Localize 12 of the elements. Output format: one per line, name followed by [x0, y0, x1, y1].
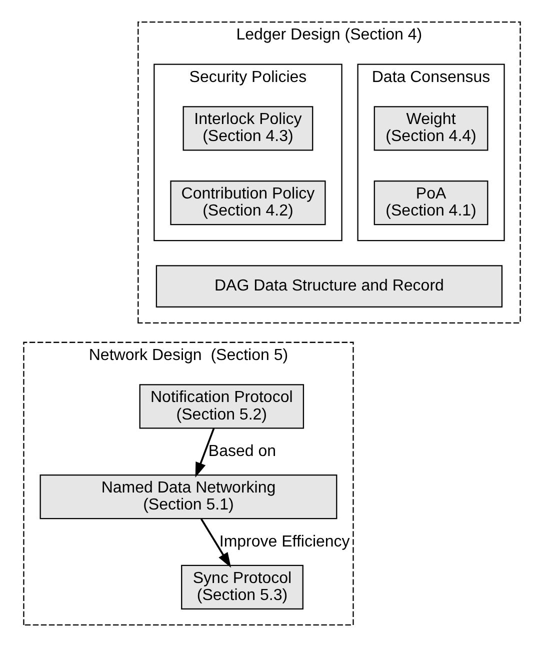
node-box: Contribution Policy (Section 4.2) — [170, 180, 326, 226]
edge-label: Based on — [208, 442, 276, 460]
node-box: Weight (Section 4.4) — [374, 106, 488, 151]
node-box: DAG Data Structure and Record — [156, 265, 503, 308]
node-box: Named Data Networking (Section 5.1) — [40, 474, 338, 520]
node-box: PoA (Section 4.1) — [374, 180, 488, 226]
node-box: Sync Protocol (Section 5.3) — [181, 564, 304, 610]
arrow — [195, 428, 215, 478]
arrow — [200, 518, 232, 568]
edge-label: Improve Efficiency — [219, 533, 350, 550]
node-box: Interlock Policy (Section 4.3) — [182, 106, 314, 151]
node-box: Notification Protocol (Section 5.2) — [139, 384, 304, 429]
